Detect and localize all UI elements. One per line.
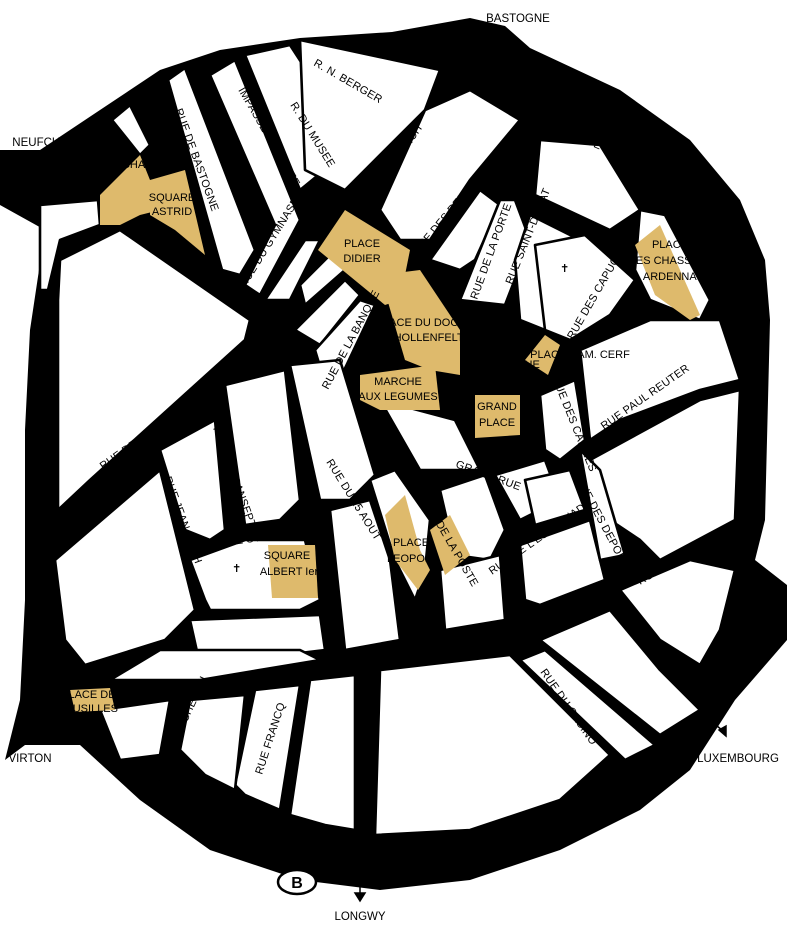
block-esplanade-s xyxy=(438,553,507,632)
block-synagogue-s xyxy=(538,608,702,737)
label-place-leopold-line2: LEOPOLD xyxy=(387,553,439,565)
label-place-chasseurs-line1: PLACE xyxy=(652,239,688,251)
plaza-fusilles xyxy=(70,688,115,712)
block-south-center xyxy=(373,653,612,837)
plaza-schalbert xyxy=(100,155,160,225)
block-transept-e xyxy=(223,368,302,527)
destination-arrows xyxy=(38,24,727,903)
label-marche-au-beurre-line2: AU BEURRE xyxy=(484,374,548,386)
block-banque-w xyxy=(293,278,362,347)
label-marche-aux-legumes-line2: AUX LEGUMES xyxy=(358,391,437,403)
block-casino xyxy=(518,648,657,762)
block-transept-w xyxy=(158,418,227,542)
plaza-poste xyxy=(430,515,470,575)
block-25-aout-w xyxy=(288,358,377,502)
plaza-grand-place xyxy=(475,395,520,438)
block-paul-reuter xyxy=(578,318,742,442)
label-rue-leon-castilhon: RUE LEON CASTILHON xyxy=(49,409,61,535)
church-cross-icon: ✝ xyxy=(560,263,569,275)
block-west-south xyxy=(53,468,197,667)
block-nothomb-n xyxy=(108,648,322,682)
block-gymnase xyxy=(263,238,322,302)
label-rue-du-general-molitor: RUE DU GENERAL MOLITOR xyxy=(356,675,368,830)
label-place-leopold-line1: PLACE xyxy=(393,537,429,549)
arrow-luxembourg-icon xyxy=(711,721,727,738)
block-deportes-w xyxy=(518,518,607,607)
plaza-chasseurs xyxy=(635,225,700,320)
block-deportes-e xyxy=(578,448,627,562)
block-carmes xyxy=(538,378,587,462)
label-square-astrid-line2: ASTRID xyxy=(152,206,192,218)
block-bastogne-rd xyxy=(166,66,257,277)
label-place-du-docteur-line2: HOLLENFELTZ xyxy=(394,332,471,344)
sector-badge: B xyxy=(276,868,318,896)
block-esplanade-n xyxy=(523,468,587,527)
block-capucins xyxy=(533,233,637,342)
block-grand-rue-n xyxy=(378,398,482,472)
plaza-square-astrid xyxy=(150,170,205,255)
arrow-longwy-icon xyxy=(353,882,367,903)
block-remparts xyxy=(378,88,522,242)
sector-badge-label: B xyxy=(291,875,303,892)
block-gare-w xyxy=(98,698,172,762)
dest-luxembourg: LUXEMBOURG xyxy=(697,753,779,765)
label-place-chasseurs-line3: ARDENNAIS xyxy=(643,271,707,283)
dest-neufchateau: NEUFCHATEAU xyxy=(12,137,97,149)
label-grand-place-line2: PLACE xyxy=(479,417,515,429)
label-place-didier-line1: PLACE xyxy=(344,238,380,250)
block-bastion xyxy=(533,138,642,232)
block-saint-jean xyxy=(618,558,737,667)
plazas xyxy=(70,155,700,712)
block-molitor-w xyxy=(288,673,357,832)
label-place-chasseurs-line2: DES CHASSEURS xyxy=(628,255,722,267)
label-square-albert-line2: ALBERT Ier xyxy=(260,566,319,578)
arrow-virton-icon xyxy=(38,731,53,745)
label-square-albert-line1: SQUARE xyxy=(264,550,310,562)
label-square-astrid-line1: SQUARE xyxy=(149,192,195,204)
label-place-didier-line2: DIDIER xyxy=(343,253,380,265)
church-cross-icon: ✝ xyxy=(232,563,241,575)
arrow-bastogne-icon xyxy=(490,24,502,49)
dest-virton: VIRTON xyxy=(8,753,51,765)
label-grand-place-line1: GRAND xyxy=(477,401,517,413)
dest-longwy: LONGWY xyxy=(334,911,385,923)
plaza-square-albert xyxy=(268,545,318,598)
plaza-marche-aux-legumes xyxy=(360,365,440,410)
label-place-schalbert: PLACE SCHALBERT xyxy=(76,159,181,171)
block-west-big xyxy=(56,228,252,512)
block-porte-neuve-e xyxy=(458,198,532,307)
block-nw-corner xyxy=(38,198,102,292)
block-diekirch-w xyxy=(298,38,442,192)
arrow-neufchateau-icon xyxy=(60,145,81,159)
label-place-cam-cerf: PLACE CAM. CERF xyxy=(530,349,630,361)
plaza-du-docteur xyxy=(380,270,460,375)
label-marche-aux-legumes-line1: MARCHE xyxy=(374,376,422,388)
block-top-left-1 xyxy=(110,103,152,157)
plaza-leopold xyxy=(385,495,430,590)
plaza-cam-cerf xyxy=(525,335,560,375)
label-place-fusilles-line1: PLACE DES xyxy=(61,689,123,701)
block-25-aout-s xyxy=(328,498,402,652)
block-shentzi xyxy=(178,693,247,792)
label-place-du-docteur-line1: PLACE DU DOCTEUR xyxy=(376,317,489,329)
dest-bastogne: BASTOGNE xyxy=(486,13,550,25)
block-impasse xyxy=(208,58,302,297)
label-marche-au-beurre-line1: MARCHE xyxy=(492,359,540,371)
city-blocks xyxy=(38,38,742,837)
label-place-fusilles-line2: FUSILLES xyxy=(66,703,118,715)
